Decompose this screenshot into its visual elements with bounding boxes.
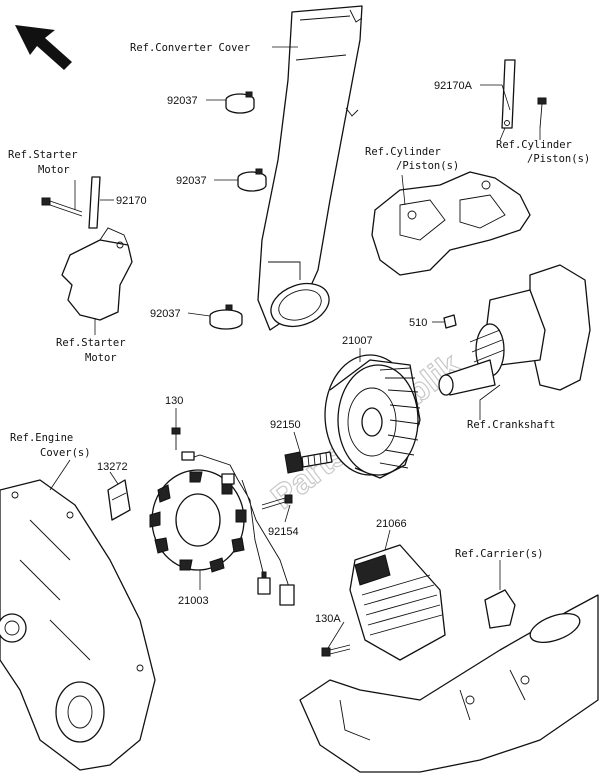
part-92150: 92150: [270, 419, 301, 431]
label-ref-cylinder-right-2: /Piston(s): [527, 153, 590, 165]
starter-motor-part: [61, 227, 133, 321]
part-92037-b: 92037: [176, 175, 207, 187]
converter-cover-tube: [257, 5, 363, 331]
bolt-92150: [284, 451, 333, 474]
label-ref-converter-cover: Ref.Converter Cover: [130, 42, 250, 54]
label-ref-engine-cover-1: Ref.Engine: [10, 432, 73, 444]
bracket-92170a: [501, 59, 516, 129]
part-13272: 13272: [97, 461, 128, 473]
part-92154: 92154: [268, 526, 299, 538]
label-ref-starter-motor-top-1: Ref.Starter: [8, 149, 78, 161]
clamp-92037-a: [225, 91, 255, 114]
leader-lines: [49, 46, 541, 649]
part-92037-a: 92037: [167, 95, 198, 107]
carrier-part: [299, 589, 599, 773]
clamp-92037-c: [209, 304, 243, 330]
part-21007: 21007: [342, 335, 373, 347]
part-92037-c: 92037: [150, 308, 181, 320]
label-ref-starter-motor-top-2: Motor: [38, 164, 70, 176]
regulator-21066: [349, 544, 446, 661]
bolt-right: [537, 97, 547, 129]
part-21003: 21003: [178, 595, 209, 607]
part-510: 510: [409, 317, 427, 329]
clamp-92037-b: [237, 168, 267, 192]
cylinder-piston-part: [371, 171, 531, 276]
part-92170: 92170: [116, 195, 147, 207]
label-ref-starter-motor-bottom-1: Ref.Starter: [56, 337, 126, 349]
bolt-92154: [261, 494, 293, 510]
clamp-13272: [107, 479, 131, 521]
bracket-92170: [88, 176, 101, 229]
part-92170a: 92170A: [434, 80, 473, 92]
bolt-130: [171, 427, 181, 450]
label-ref-engine-cover-2: Cover(s): [40, 447, 91, 459]
label-ref-cylinder-left-1: Ref.Cylinder: [365, 146, 441, 158]
label-ref-starter-motor-bottom-2: Motor: [85, 352, 117, 364]
part-130: 130: [165, 395, 183, 407]
engine-cover-part: [0, 479, 156, 771]
label-ref-cylinder-right-1: Ref.Cylinder: [496, 139, 572, 151]
label-ref-crankshaft: Ref.Crankshaft: [467, 419, 556, 431]
bolt-130a: [321, 644, 351, 657]
key-510: [443, 314, 457, 329]
rotor-21007: [324, 354, 421, 479]
bolt-left: [41, 197, 83, 217]
stator-21003: [149, 451, 247, 573]
part-130a: 130A: [315, 613, 341, 625]
crankshaft-part: [438, 264, 591, 396]
label-ref-cylinder-left-2: /Piston(s): [396, 160, 459, 172]
label-ref-carrier: Ref.Carrier(s): [455, 548, 544, 560]
orientation-arrow-icon: [15, 25, 72, 70]
part-21066: 21066: [376, 518, 407, 530]
stator-wiring: [237, 479, 295, 606]
